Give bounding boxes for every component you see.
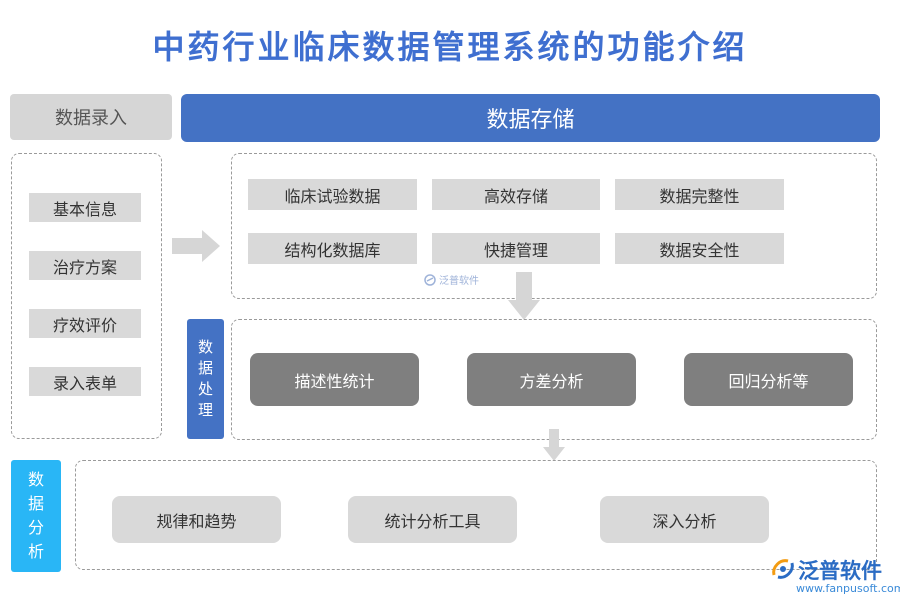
- processing-item-descriptive-statistics: 描述性统计: [250, 353, 419, 406]
- analysis-panel: [75, 460, 877, 570]
- processing-item-anova: 方差分析: [467, 353, 636, 406]
- watermark-logo-icon: [424, 273, 436, 286]
- fanpu-logo-icon: [772, 559, 794, 579]
- storage-item-data-integrity: 数据完整性: [615, 179, 784, 210]
- down-arrow-icon: [543, 429, 565, 461]
- storage-panel: [231, 153, 877, 299]
- watermark-text: 泛普软件: [439, 276, 479, 287]
- brand-logo: 泛普软件 www.fanpusoft.com: [770, 555, 900, 597]
- analysis-item-patterns-trends: 规律和趋势: [112, 496, 281, 543]
- down-arrow-icon: [508, 272, 540, 320]
- processing-item-regression: 回归分析等: [684, 353, 853, 406]
- storage-item-efficient-storage: 高效存储: [432, 179, 600, 210]
- page-title: 中药行业临床数据管理系统的功能介绍: [152, 28, 748, 66]
- input-item-entry-form: 录入表单: [29, 367, 141, 396]
- input-item-basic-info: 基本信息: [29, 193, 141, 222]
- data-processing-label: 数 据 处 理: [187, 319, 224, 439]
- storage-item-structured-database: 结构化数据库: [248, 233, 417, 264]
- watermark: 泛普软件: [424, 272, 479, 287]
- storage-item-clinical-trial-data: 临床试验数据: [248, 179, 417, 210]
- input-item-efficacy-evaluation: 疗效评价: [29, 309, 141, 338]
- logo-url: www.fanpusoft.com: [796, 582, 900, 595]
- input-item-treatment-plan: 治疗方案: [29, 251, 141, 280]
- analysis-item-statistical-tools: 统计分析工具: [348, 496, 517, 543]
- input-panel: [11, 153, 162, 439]
- data-analysis-label: 数 据 分 析: [11, 460, 61, 572]
- logo-text: 泛普软件: [798, 559, 882, 583]
- right-arrow-icon: [172, 230, 220, 262]
- storage-item-quick-management: 快捷管理: [432, 233, 600, 264]
- storage-item-data-security: 数据安全性: [615, 233, 784, 264]
- data-storage-header: 数据存储: [181, 94, 880, 142]
- analysis-item-in-depth-analysis: 深入分析: [600, 496, 769, 543]
- data-input-header: 数据录入: [10, 94, 172, 140]
